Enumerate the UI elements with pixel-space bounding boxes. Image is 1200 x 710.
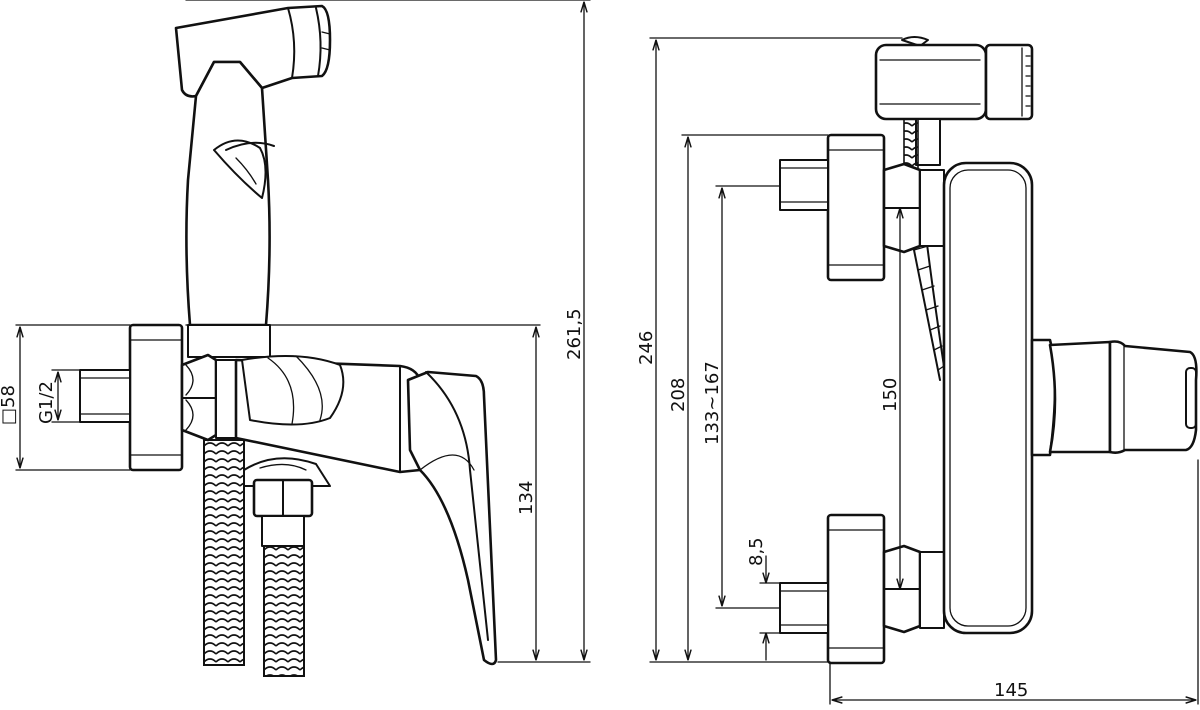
front-view	[649, 36, 1199, 705]
dim-208: 208	[668, 378, 689, 412]
hose-right	[263, 545, 305, 677]
side-dimensions	[15, 0, 591, 663]
dim-thread-g12: G1/2	[36, 381, 57, 424]
dim-8-5: 8,5	[746, 537, 767, 566]
lower-inlet	[779, 513, 945, 665]
front-dimensions	[649, 37, 1199, 705]
wall-flange	[79, 323, 184, 472]
dim-145: 145	[994, 680, 1028, 701]
front-hose	[903, 118, 947, 381]
side-view	[15, 0, 591, 677]
front-lever	[1030, 338, 1198, 457]
lever-handle	[406, 370, 498, 666]
dim-133-167: 133~167	[702, 361, 723, 445]
front-body	[942, 161, 1034, 635]
dim-134: 134	[516, 481, 537, 515]
dim-261-5: 261,5	[564, 308, 585, 360]
dim-square-58: □58	[0, 385, 19, 425]
dim-150: 150	[880, 378, 901, 412]
hose-left	[203, 439, 245, 666]
union-nut	[180, 353, 218, 442]
dim-246: 246	[636, 331, 657, 365]
hand-shower-head	[174, 4, 332, 358]
outlet-elbow	[243, 457, 331, 547]
shower-holder	[874, 36, 1034, 166]
mixer-body	[215, 355, 422, 474]
